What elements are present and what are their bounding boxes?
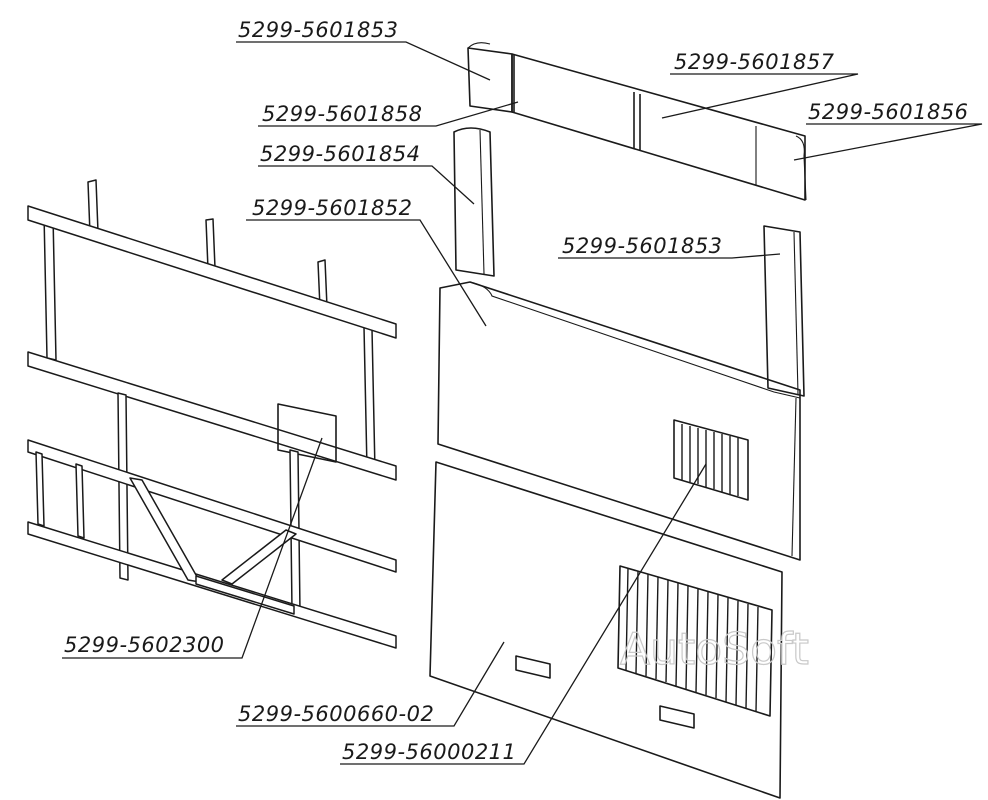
label-5601858: 5299-5601858 xyxy=(262,102,423,126)
label-5601853-right: 5299-5601853 xyxy=(562,234,723,258)
frame-assembly xyxy=(27,179,397,649)
label-5600660-02: 5299-5600660-02 xyxy=(238,702,434,726)
top-panels xyxy=(453,42,807,397)
watermark: AutoSoft xyxy=(620,624,809,675)
leader-lines xyxy=(62,41,983,765)
label-5601857: 5299-5601857 xyxy=(674,50,835,74)
small-grille xyxy=(681,424,739,496)
label-56000211: 5299-56000211 xyxy=(342,740,516,764)
middle-panel xyxy=(437,281,801,561)
part-labels: 5299-5601853 5299-5601858 5299-5601854 5… xyxy=(64,18,969,764)
label-5602300: 5299-5602300 xyxy=(64,633,225,657)
large-grille xyxy=(625,567,759,712)
label-5601852: 5299-5601852 xyxy=(252,196,413,220)
label-5601854: 5299-5601854 xyxy=(260,142,421,166)
label-5601856: 5299-5601856 xyxy=(808,100,969,124)
label-5601853-top: 5299-5601853 xyxy=(238,18,399,42)
lower-panel xyxy=(429,461,783,799)
